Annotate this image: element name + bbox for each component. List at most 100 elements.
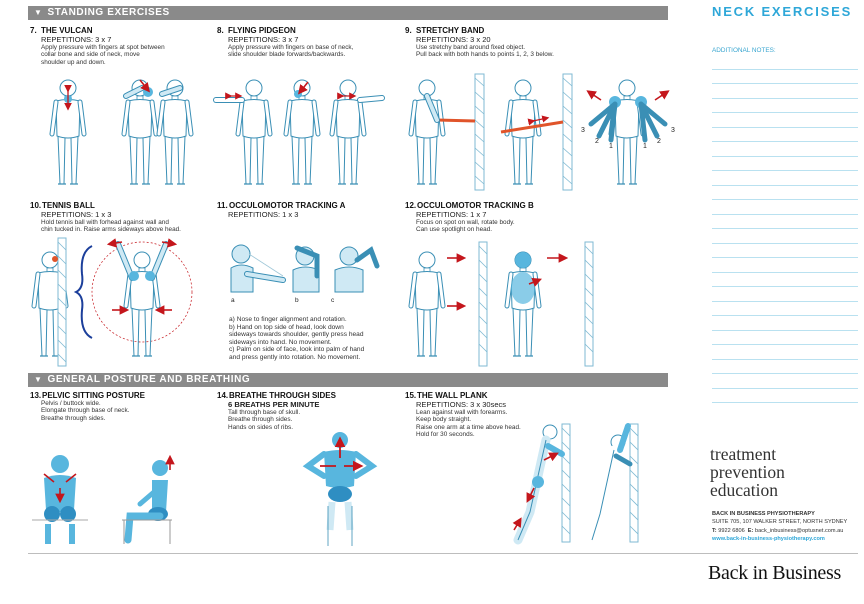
phone-label: T: [712,527,717,534]
desc-line: collar bone and side of neck, move [41,51,140,59]
desc-line: Pull back with both hands to points 1, 2… [416,51,554,59]
pelvic-sitting-figure [32,454,175,544]
exercise-reps: REPETITIONS: 1 x 7 [416,210,487,219]
desc-line: slide shoulder blade forwards/backwards. [228,51,346,59]
exercise-13: 13.PELVIC SITTING POSTURE Pelvis / butto… [30,391,210,422]
footer-divider [28,553,858,554]
desc-line: Focus on spot on wall, rotate body. [416,219,515,226]
exercise-number: 13. [30,391,42,400]
exercise-7: 7.THE VULCAN REPETITIONS: 3 x 7 Apply pr… [30,26,210,66]
exercise-number: 14. [217,391,229,400]
section-title: GENERAL POSTURE AND BREATHING [47,374,251,385]
section-title: STANDING EXERCISES [47,7,170,18]
tracking-part-label: a [231,297,235,304]
tracking-b-figure [405,241,594,367]
desc-line: Breathe through sides. [41,414,106,422]
desc-line: Hands on sides of ribs. [228,423,294,431]
company-address: SUITE 705, 107 WALKER STREET, NORTH SYDN… [712,519,848,526]
exercise-number: 10. [30,201,42,210]
note-line: b) Hand on top side of head, look down [229,323,344,331]
exercise-reps: 6 BREATHS PER MINUTE [228,400,320,409]
exercise-reps: REPETITIONS: 1 x 3 [41,210,112,219]
note-line: sideways into hand. No movement. [229,338,332,346]
section-bar-standing: ▼ STANDING EXERCISES [28,6,668,20]
page-title: NECK EXERCISES [712,4,853,19]
note-line: sideways towards shoulder, gently press … [229,331,364,339]
desc-line: Apply pressure with fingers on base of n… [228,44,354,51]
exercise-title: OCCULOMOTOR TRACKING A [229,201,346,210]
exercise-title: FLYING PIDGEON [228,26,296,35]
triangle-down-icon: ▼ [34,8,43,17]
vulcan-figure [30,66,210,194]
breathe-sides-figure [302,432,378,546]
exercise-number: 7. [30,26,37,35]
stretchy-band-figure: 3 2 1 1 2 3 [405,73,675,191]
email-link[interactable]: back_inbusiness@optusnet.com.au [754,527,844,534]
tracking-part-label: c [331,297,335,304]
desc-line: shoulder up and down. [41,58,106,66]
exercise-number: 12. [405,201,417,210]
exercise-reps: REPETITIONS: 3 x 30secs [416,400,507,409]
desc-line: Raise one arm at a time above head. [416,423,521,431]
tagline: treatment prevention education [710,445,785,499]
desc-line: Can use spotlight on head. [416,226,493,234]
exercise-title: OCCULOMOTOR TRACKING B [417,201,534,210]
exercise-title: PELVIC SITTING POSTURE [42,391,145,400]
company-contact: T: 9922 6806 E: back_inbusiness@optusnet… [712,527,847,535]
company-name: BACK IN BUSINESS PHYSIOTHERAPY [712,511,815,517]
desc-line: Hold for 30 seconds. [416,431,475,439]
exercise-8: 8. FLYING PIDGEON REPETITIONS: 3 x 7 Appl… [217,26,397,59]
desc-line: Elongate through base of neck. [41,407,130,415]
desc-line: Pelvis / buttock wide. [41,400,101,407]
exercise-title: BREATHE THROUGH SIDES [229,391,336,400]
email-label: E: [747,527,754,534]
notes-lines [712,55,858,403]
company-info: BACK IN BUSINESS PHYSIOTHERAPY SUITE 705… [712,510,847,543]
exercise-9: 9. STRETCHY BAND REPETITIONS: 3 x 20 Use … [405,26,605,59]
tagline-line: treatment [710,444,777,464]
exercise-title: STRETCHY BAND [416,26,485,35]
desc-line: Keep body straight. [416,416,472,424]
tennis-ball-figure [30,237,193,367]
brand-logo: Back in Business [708,562,841,584]
additional-notes-label: ADDITIONAL NOTES: [712,47,776,54]
tagline-line: prevention [710,462,785,482]
note-line: and press gently into rotation. No movem… [229,353,361,361]
wall-plank-figure [512,423,639,545]
section-bar-posture: ▼ GENERAL POSTURE AND BREATHING [28,373,668,387]
tagline-line: education [710,480,779,500]
exercise-10: 10.TENNIS BALL REPETITIONS: 1 x 3 Hold t… [30,201,215,234]
desc-line: Breathe through sides. [228,416,293,424]
exercise-reps: REPETITIONS: 3 x 20 [416,35,491,44]
desc-line: Tall through base of skull. [228,409,301,416]
exercise-number: 8. [217,26,224,35]
desc-line: Apply pressure with fingers at spot betw… [41,44,165,51]
band-point-label: 1 [643,143,647,150]
desc-line: chin tucked in. Raise arms sideways abov… [41,226,181,234]
website-link[interactable]: www.back-in-business-physiotherapy.com [712,535,825,542]
desc-line: Lean against wall with forearms. [416,409,508,416]
exercise-12: 12.OCCULOMOTOR TRACKING B REPETITIONS: 1… [405,201,605,234]
tracking-a-figure: a b c [230,244,380,304]
exercise-14: 14.BREATHE THROUGH SIDES 6 BREATHS PER M… [217,391,397,431]
note-line: a) Nose to finger alignment and rotation… [229,316,347,323]
exercise-title: TENNIS BALL [42,201,95,210]
exercise-reps: REPETITIONS: 1 x 3 [228,210,299,219]
exercise-reps: REPETITIONS: 3 x 7 [228,35,299,44]
exercise-number: 9. [405,26,412,35]
phone: 9922 6806 [718,527,745,534]
band-point-label: 2 [595,138,599,145]
exercise-number: 11. [217,201,228,210]
band-point-label: 3 [671,127,675,134]
exercise-title: THE WALL PLANK [417,391,488,400]
band-point-label: 1 [609,143,613,150]
tracking-a-notes: a) Nose to finger alignment and rotation… [229,316,399,362]
flying-pidgeon-figure [213,66,385,194]
band-point-label: 2 [657,138,661,145]
triangle-down-icon: ▼ [34,375,43,384]
exercise-title: THE VULCAN [41,26,93,35]
exercise-11: 11.OCCULOMOTOR TRACKING A REPETITIONS: 1… [217,201,397,219]
exercise-15: 15.THE WALL PLANK REPETITIONS: 3 x 30sec… [405,391,605,439]
band-point-label: 3 [581,127,585,134]
desc-line: Use stretchy band around fixed object. [416,44,526,51]
